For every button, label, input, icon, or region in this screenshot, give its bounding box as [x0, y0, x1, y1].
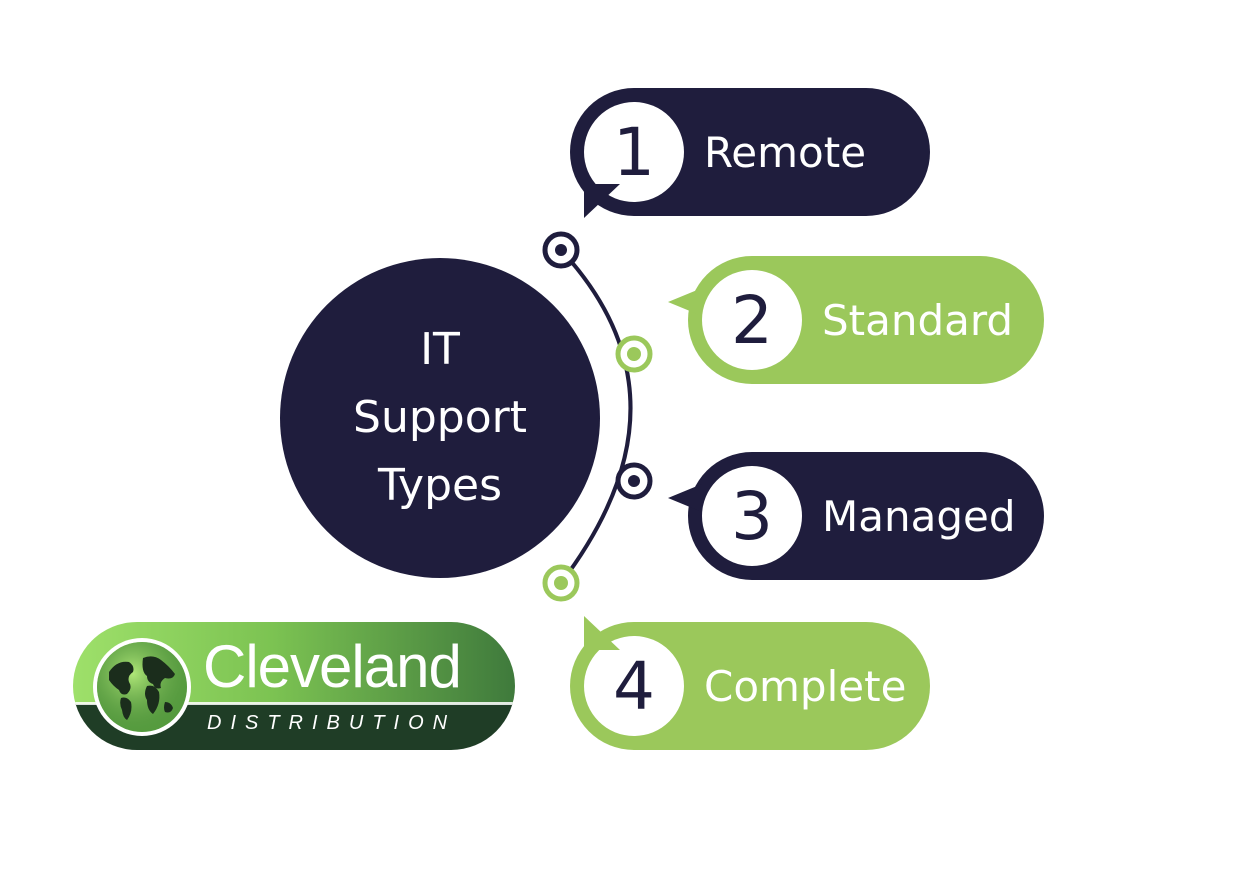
- number-badge: 2: [702, 270, 802, 370]
- support-type-complete: 4 Complete: [570, 616, 930, 750]
- hub-line-1: IT: [420, 324, 460, 375]
- hub-line-3: Types: [378, 460, 502, 511]
- number-badge: 3: [702, 466, 802, 566]
- support-type-managed: 3 Managed: [668, 452, 1044, 580]
- speech-tail: [668, 288, 702, 316]
- node-dot-4: [542, 564, 580, 602]
- hub-circle: IT Support Types: [280, 258, 600, 578]
- cleveland-distribution-logo: Cleveland DISTRIBUTION: [73, 622, 515, 750]
- logo-brand-name: Cleveland: [203, 633, 462, 700]
- speech-tail: [668, 484, 702, 512]
- speech-tail: [584, 616, 620, 650]
- node-dot-2: [615, 335, 653, 373]
- support-type-standard: 2 Standard: [668, 256, 1044, 384]
- support-type-label: Remote: [704, 127, 867, 177]
- support-type-label: Managed: [822, 491, 1016, 541]
- globe-icon: [93, 638, 191, 736]
- node-dot-1: [542, 231, 580, 269]
- speech-tail: [584, 184, 620, 218]
- hub-line-2: Support: [353, 392, 527, 443]
- number-badge: 4: [584, 636, 684, 736]
- logo-subtitle: DISTRIBUTION: [207, 712, 457, 734]
- support-type-label: Standard: [822, 295, 1014, 345]
- support-type-remote: 1 Remote: [570, 88, 930, 218]
- node-dot-3: [615, 462, 653, 500]
- support-type-label: Complete: [704, 661, 907, 711]
